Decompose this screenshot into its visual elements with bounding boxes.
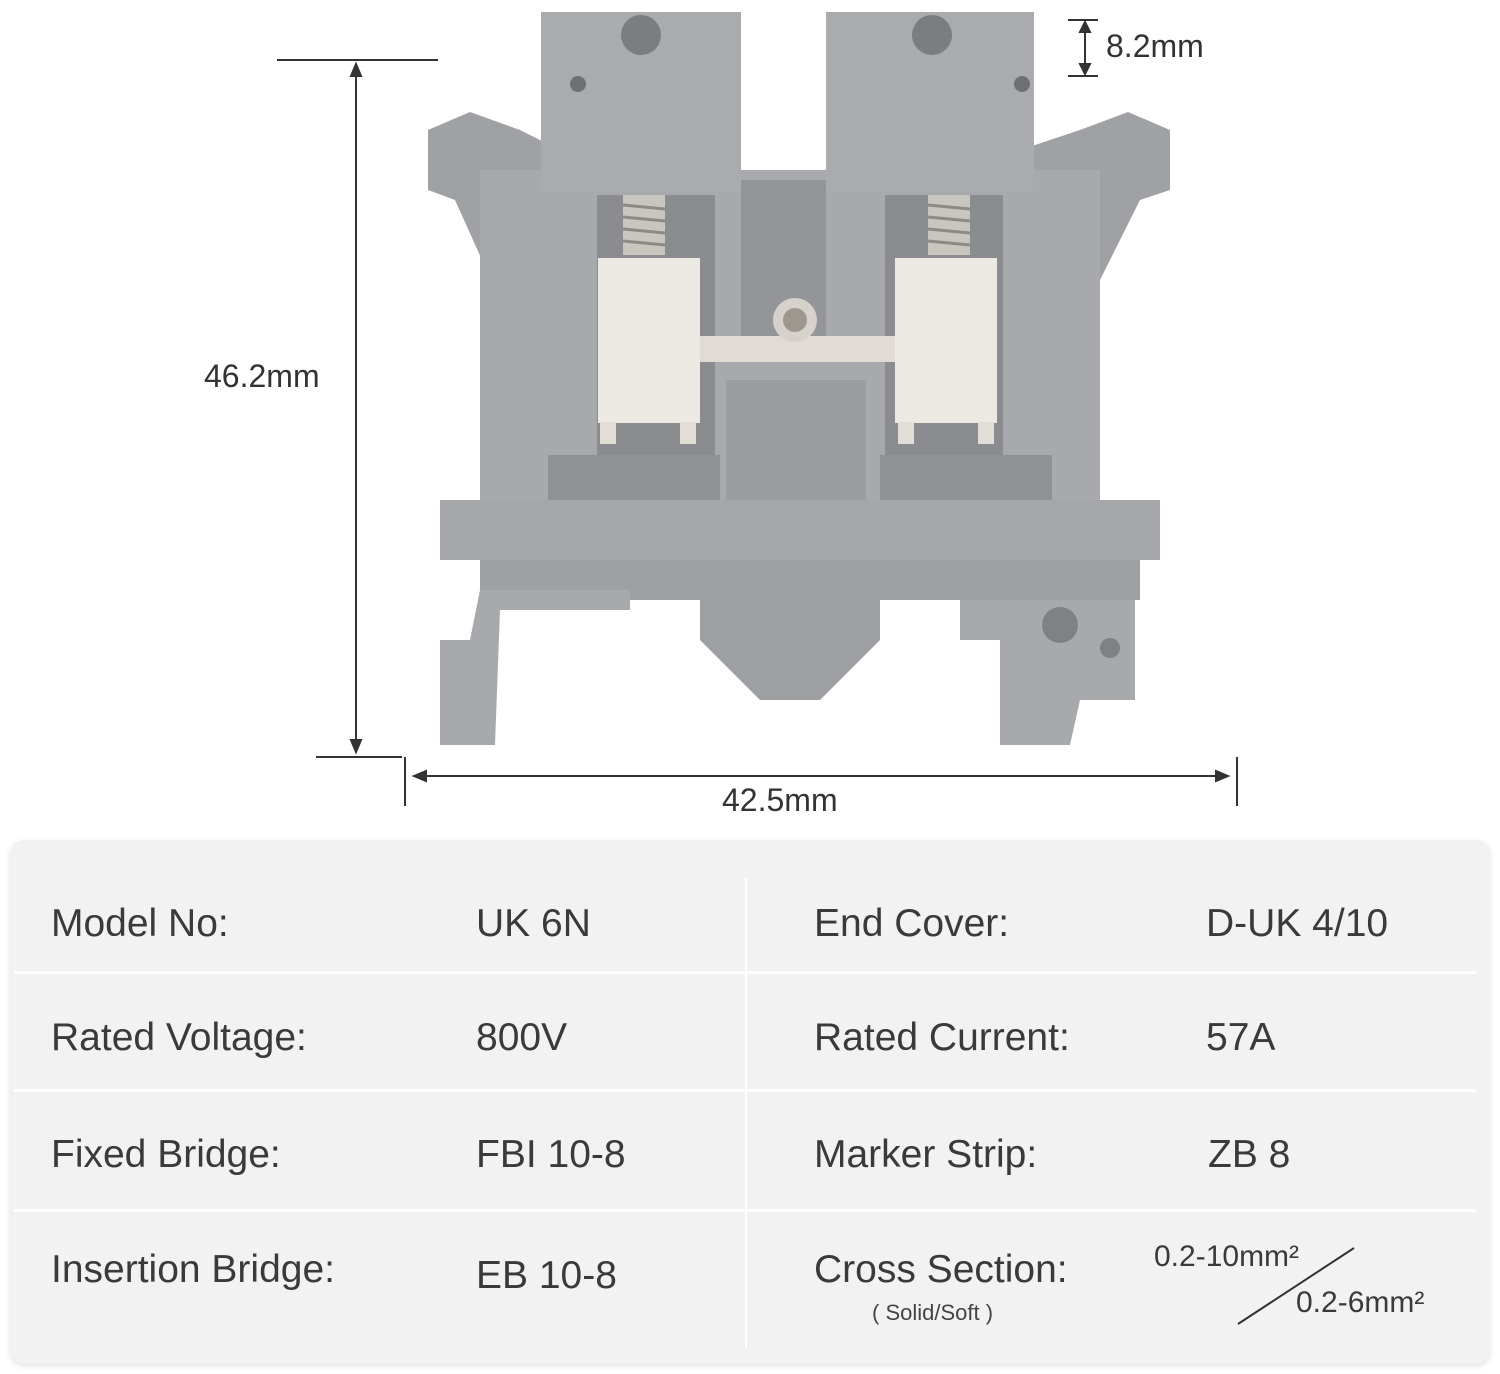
spec-label-insertion-bridge: Insertion Bridge:	[51, 1248, 335, 1291]
housing	[428, 12, 1170, 745]
spec-divider-vertical	[745, 878, 747, 1348]
spec-label-end-cover: End Cover:	[814, 902, 1010, 945]
spec-value-insertion-bridge: EB 10-8	[476, 1254, 617, 1297]
spec-cross-section-solid: 0.2-10mm²	[1154, 1240, 1300, 1273]
cross-section-slash	[1237, 1247, 1355, 1325]
spec-cross-section-note: ( Solid/Soft )	[872, 1300, 994, 1325]
spec-value-end-cover: D-UK 4/10	[1206, 902, 1389, 945]
dimension-lines	[277, 19, 1238, 806]
terminal-block-illustration	[277, 12, 1238, 806]
spec-label-rated-current: Rated Current:	[814, 1016, 1070, 1059]
dimension-width-label: 42.5mm	[722, 782, 838, 818]
spec-label-cross-section: Cross Section:	[814, 1248, 1068, 1291]
spec-value-rated-voltage: 800V	[476, 1016, 568, 1059]
spec-label-fixed-bridge: Fixed Bridge:	[51, 1133, 281, 1176]
spec-label-marker-strip: Marker Strip:	[814, 1133, 1038, 1176]
spec-label-model: Model No:	[51, 902, 229, 945]
spec-label-rated-voltage: Rated Voltage:	[51, 1016, 307, 1059]
spec-value-model: UK 6N	[476, 902, 591, 945]
spec-divider-row-2	[14, 1089, 1476, 1092]
spec-cross-section-soft: 0.2-6mm²	[1296, 1286, 1425, 1319]
dimension-top-gap-label: 8.2mm	[1106, 28, 1204, 64]
spec-divider-row-1	[14, 971, 1476, 974]
spec-value-marker-strip: ZB 8	[1208, 1133, 1291, 1176]
spec-value-fixed-bridge: FBI 10-8	[476, 1133, 626, 1176]
dimension-height-label: 46.2mm	[204, 358, 320, 394]
product-figure: 8.2mm 46.2mm 42.5mm	[204, 12, 1238, 818]
spec-table: Model No: UK 6N End Cover: D-UK 4/10 Rat…	[10, 840, 1490, 1364]
spec-value-rated-current: 57A	[1206, 1016, 1276, 1059]
spec-divider-row-3	[14, 1209, 1476, 1212]
